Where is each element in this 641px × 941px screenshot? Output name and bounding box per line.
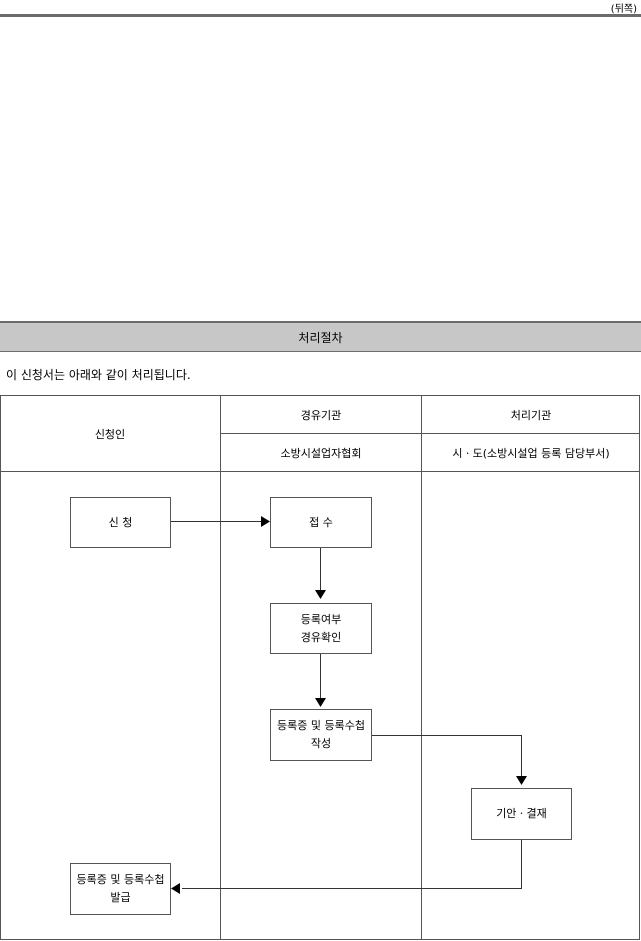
arrow-head bbox=[315, 698, 326, 707]
flow-step-prepare: 등록증 및 등록수첩 작성 bbox=[270, 709, 372, 761]
processing-agency-name: 시ㆍ도(소방시설업 등록 담당부서) bbox=[452, 447, 610, 460]
back-page-label: (뒤쪽) bbox=[610, 4, 637, 15]
flow-step-approve: 기안ㆍ결재 bbox=[471, 788, 572, 840]
flow-step-apply: 신 청 bbox=[70, 497, 171, 548]
arrow-head bbox=[516, 776, 527, 785]
via-agency-name: 소방시설업자협회 bbox=[280, 447, 362, 460]
processing-agency-header: 처리기관 bbox=[510, 409, 552, 422]
section-header: 처리절차 bbox=[0, 321, 641, 352]
flow-step-issue: 등록증 및 등록수첩 발급 bbox=[70, 863, 171, 915]
applicant-header: 신청인 bbox=[94, 428, 126, 441]
top-rule bbox=[0, 14, 641, 17]
intro-text: 이 신청서는 아래와 같이 처리됩니다. bbox=[6, 368, 191, 382]
arrow-head bbox=[315, 590, 326, 599]
section-title: 처리절차 bbox=[298, 330, 343, 345]
flow-step-verify: 등록여부 경유확인 bbox=[270, 603, 372, 654]
via-agency-header: 경유기관 bbox=[300, 409, 342, 422]
arrow-head bbox=[261, 516, 270, 527]
arrow-head bbox=[171, 883, 180, 894]
flow-step-receive: 접 수 bbox=[270, 497, 372, 548]
